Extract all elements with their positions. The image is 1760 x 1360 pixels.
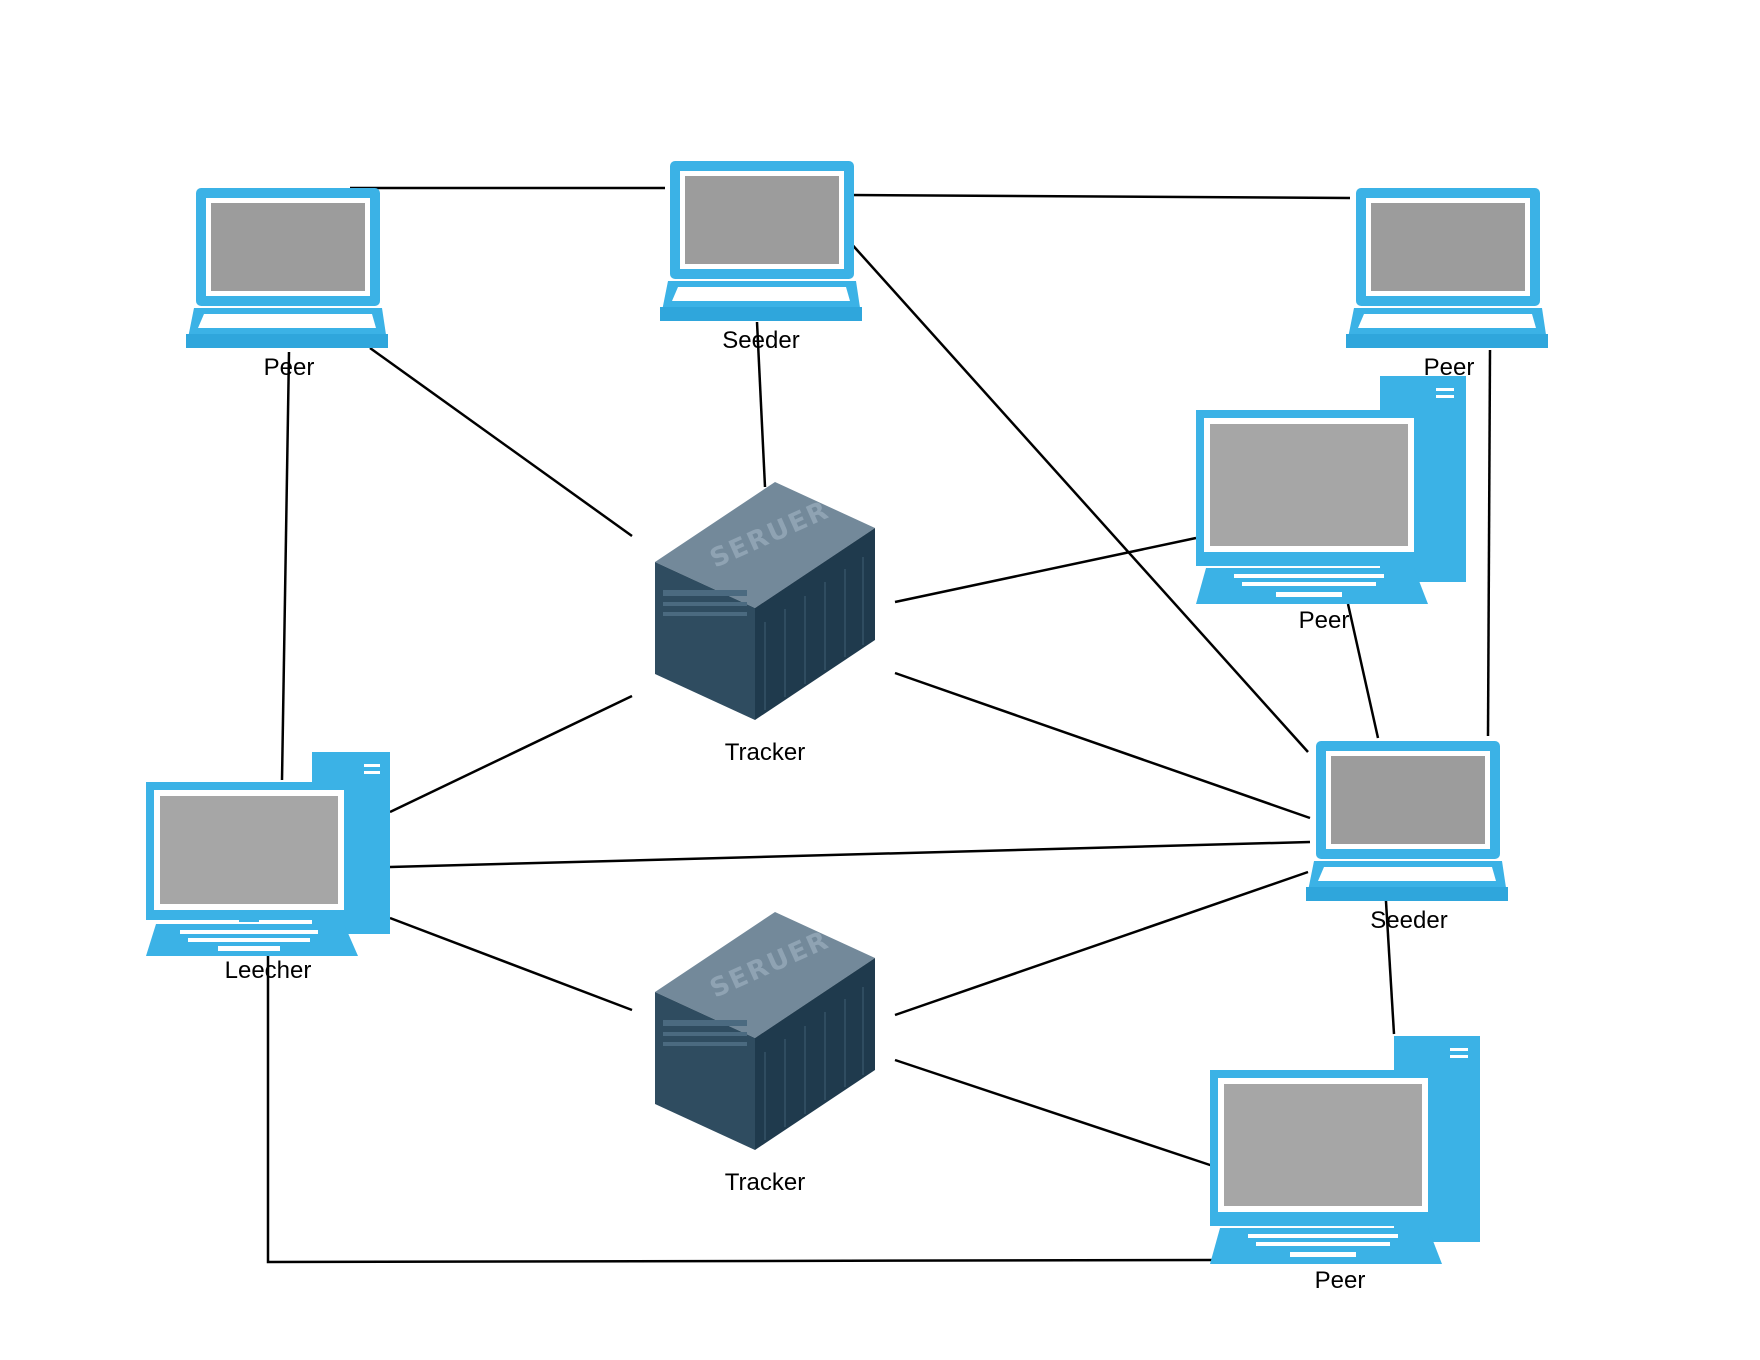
node-label: Leecher [225, 957, 312, 984]
laptop-icon [1306, 741, 1508, 901]
link-seeder-top-peer-top-right [847, 193, 1351, 200]
desktop-computer-icon [146, 752, 390, 956]
laptop-icon [660, 161, 862, 321]
node-label: Tracker [725, 739, 805, 766]
node-tracker-top[interactable]: SERUER Tracker [655, 482, 875, 766]
link-peer-top-left-tracker-top [369, 346, 633, 538]
link-leecher-seeder-right [389, 840, 1311, 869]
laptop-icon [186, 188, 388, 348]
node-peer-right-desktop[interactable]: Peer [1196, 376, 1466, 634]
node-seeder-top[interactable]: Seeder [660, 161, 862, 354]
node-label: Peer [264, 354, 315, 381]
desktop-computer-icon [1210, 1036, 1480, 1264]
link-seeder-top-seeder-right [847, 239, 1309, 753]
node-leecher[interactable]: Leecher [146, 752, 390, 984]
node-label: Seeder [1370, 907, 1447, 934]
link-seeder-top-tracker-top [755, 321, 767, 488]
node-label: Peer [1299, 607, 1350, 634]
node-seeder-right[interactable]: Seeder [1306, 741, 1508, 934]
node-peer-bottom-right[interactable]: Peer [1210, 1036, 1480, 1294]
link-tracker-top-peer-right-desktop [894, 536, 1197, 604]
link-tracker-bottom-seeder-right [894, 870, 1309, 1017]
server-icon: SERUER [655, 482, 875, 720]
laptop-icon [1346, 188, 1548, 348]
link-peer-right-desktop-seeder-right [1346, 603, 1380, 739]
desktop-computer-icon [1196, 376, 1466, 604]
link-tracker-bottom-peer-bottom-right [894, 1058, 1217, 1169]
node-peer-top-left[interactable]: Peer [186, 188, 388, 381]
node-peer-top-right[interactable]: Peer [1346, 188, 1548, 381]
node-label: Peer [1315, 1267, 1366, 1294]
link-peer-top-left-leecher [280, 351, 291, 781]
node-label: Tracker [725, 1169, 805, 1196]
node-label: Seeder [722, 327, 799, 354]
link-tracker-top-seeder-right [894, 671, 1311, 820]
node-tracker-bottom[interactable]: SERUER Tracker [655, 912, 875, 1196]
link-tracker-top-leecher [389, 694, 633, 814]
link-leecher-peer-bottom-right [266, 948, 1213, 1264]
server-icon: SERUER [655, 912, 875, 1150]
link-leecher-tracker-bottom [389, 916, 633, 1012]
link-seeder-right-peer-bottom-right [1383, 884, 1396, 1035]
link-peer-top-right-seeder-right [1486, 349, 1492, 737]
connection-lines [266, 186, 1492, 1264]
